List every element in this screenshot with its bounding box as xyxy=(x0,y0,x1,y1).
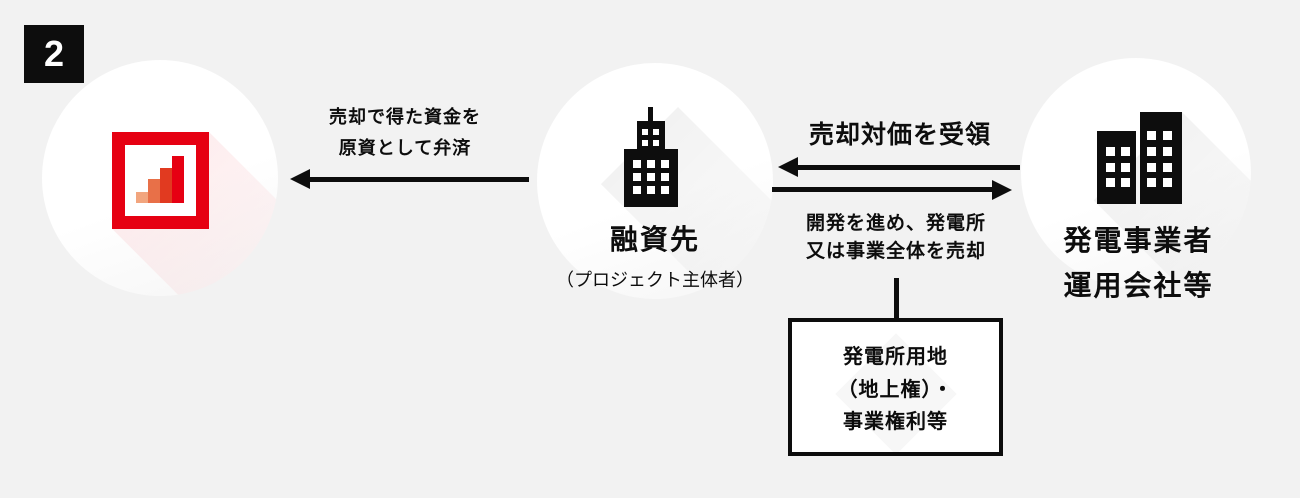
office-building-icon xyxy=(624,107,678,207)
repayment-label-line-2: 原資として弁済 xyxy=(338,138,472,158)
repayment-label-line-1: 売却で得た資金を xyxy=(329,107,481,127)
sell-arrowhead xyxy=(992,180,1012,200)
asset-box-line-1: 発電所用地 xyxy=(843,346,948,368)
repayment-arrowhead xyxy=(290,169,310,189)
borrower-node xyxy=(537,63,773,299)
step-number-badge: 2 xyxy=(24,25,84,83)
asset-box-connector-line xyxy=(894,278,899,319)
repayment-arrow-label: 売却で得た資金を 原資として弁済 xyxy=(285,102,525,164)
logo-bar-3 xyxy=(160,168,172,203)
sell-label-line-2: 又は事業全体を売却 xyxy=(805,241,986,262)
bar-chart-logo-icon xyxy=(112,132,209,229)
sell-arrow-line xyxy=(772,187,993,192)
asset-box-line-2: （地上権）・ xyxy=(837,378,954,401)
buildings-body xyxy=(1097,112,1182,204)
logo-bar-2 xyxy=(148,179,160,203)
operator-node xyxy=(1021,58,1251,288)
lender-node xyxy=(42,60,278,296)
logo-bar-1 xyxy=(136,192,148,203)
sell-label-line-1: 開発を進め、発電所 xyxy=(805,213,986,234)
buildings-windows xyxy=(1106,131,1172,187)
asset-box-text: 発電所用地 （地上権）・ 事業権利等 xyxy=(792,322,999,439)
sell-arrow-label: 開発を進め、発電所 又は事業全体を売却 xyxy=(776,210,1016,266)
repayment-arrow-line xyxy=(306,177,529,182)
building-windows xyxy=(633,129,669,194)
borrower-subtitle: （プロジェクト主体者） xyxy=(556,270,754,290)
asset-box-line-3: 事業権利等 xyxy=(843,411,948,433)
two-buildings-icon xyxy=(1097,112,1182,204)
receive-payment-arrow-label: 売却対価を受領 xyxy=(808,121,991,149)
operator-title-line-2: 運用会社等 xyxy=(1063,270,1214,301)
operator-title: 発電事業者 運用会社等 xyxy=(1016,218,1261,308)
receive-payment-arrowhead xyxy=(778,157,798,177)
logo-bar-4 xyxy=(172,156,184,203)
asset-box: 発電所用地 （地上権）・ 事業権利等 xyxy=(788,318,1003,456)
operator-title-line-1: 発電事業者 xyxy=(1063,225,1214,256)
receive-payment-arrow-line xyxy=(796,165,1020,170)
borrower-title: 融資先 xyxy=(609,224,700,255)
